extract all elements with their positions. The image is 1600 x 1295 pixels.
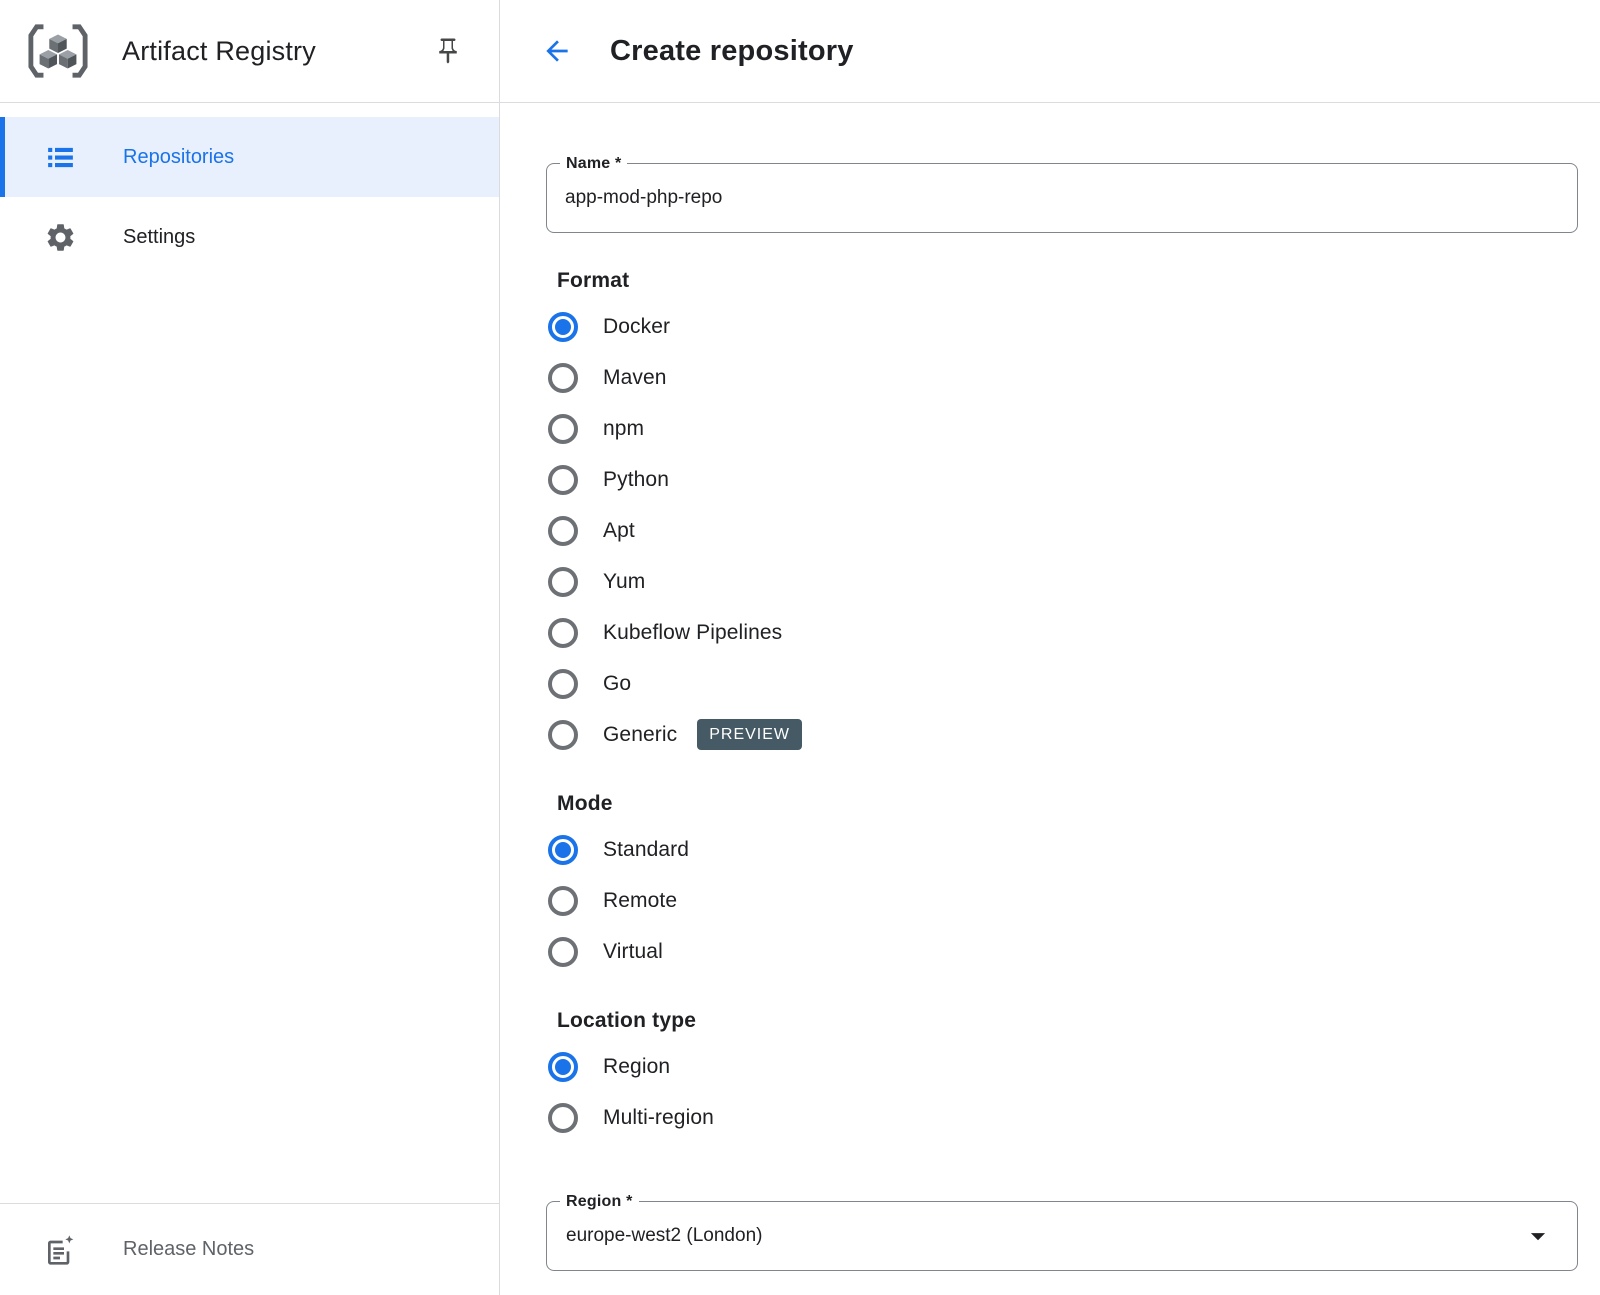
main-panel: Create repository Name * Format Docker M… [500,0,1600,1295]
format-option-generic[interactable]: Generic PREVIEW [548,709,1578,760]
radio-selected-icon [548,311,578,342]
radio-icon [548,885,578,916]
sidebar-item-release-notes[interactable]: Release Notes [0,1203,499,1295]
radio-selected-icon [548,834,578,865]
format-option-yum[interactable]: Yum [548,556,1578,607]
page-header: Create repository [500,0,1600,103]
back-arrow-icon[interactable] [540,34,574,68]
region-select-value: europe-west2 (London) [566,1225,763,1246]
name-field-container: Name * [546,153,1578,233]
radio-icon [548,617,578,648]
location-type-section-label: Location type [557,1009,697,1032]
region-select-label: Region * [560,1191,639,1212]
format-option-docker[interactable]: Docker [548,301,1578,352]
radio-icon [548,362,578,393]
location-option-region[interactable]: Region [548,1041,1578,1092]
format-section-label: Format [557,269,630,292]
sidebar-header: Artifact Registry [0,0,499,103]
mode-section: Mode Standard Remote Virtual [546,792,1578,977]
gear-icon [47,223,74,251]
radio-icon [548,1102,578,1133]
sidebar-item-label: Release Notes [123,1238,255,1260]
artifact-registry-logo-icon [28,24,88,78]
format-option-apt[interactable]: Apt [548,505,1578,556]
sidebar: Artifact Registry Repositories Settings [0,0,500,1295]
release-notes-icon [48,1234,74,1265]
sidebar-nav: Repositories Settings [0,117,499,277]
dropdown-arrow-icon [1530,1233,1546,1241]
region-select[interactable]: Region * europe-west2 (London) [546,1191,1578,1271]
preview-badge: PREVIEW [697,719,803,750]
radio-icon [548,464,578,495]
location-type-section: Location type Region Multi-region [546,1009,1578,1143]
mode-option-remote[interactable]: Remote [548,875,1578,926]
format-option-go[interactable]: Go [548,658,1578,709]
name-field-label: Name * [560,153,628,174]
format-option-python[interactable]: Python [548,454,1578,505]
radio-icon [548,566,578,597]
create-repository-form: Name * Format Docker Maven npm [500,103,1600,1271]
radio-icon [548,413,578,444]
name-input[interactable] [547,164,1577,232]
format-section: Format Docker Maven npm Python [546,269,1578,760]
pin-icon[interactable] [431,34,465,68]
sidebar-item-label: Settings [123,225,196,248]
format-option-npm[interactable]: npm [548,403,1578,454]
radio-icon [548,515,578,546]
radio-icon [548,719,578,750]
format-option-maven[interactable]: Maven [548,352,1578,403]
app-title: Artifact Registry [122,35,316,66]
format-option-kubeflow-pipelines[interactable]: Kubeflow Pipelines [548,607,1578,658]
page-title: Create repository [610,34,854,67]
sidebar-item-settings[interactable]: Settings [0,197,499,277]
radio-selected-icon [548,1051,578,1082]
list-icon [48,147,73,167]
location-option-multi-region[interactable]: Multi-region [548,1092,1578,1143]
sidebar-item-label: Repositories [123,145,235,168]
mode-option-standard[interactable]: Standard [548,824,1578,875]
mode-option-virtual[interactable]: Virtual [548,926,1578,977]
radio-icon [548,936,578,967]
mode-section-label: Mode [557,792,613,815]
sidebar-item-repositories[interactable]: Repositories [0,117,499,197]
radio-icon [548,668,578,699]
